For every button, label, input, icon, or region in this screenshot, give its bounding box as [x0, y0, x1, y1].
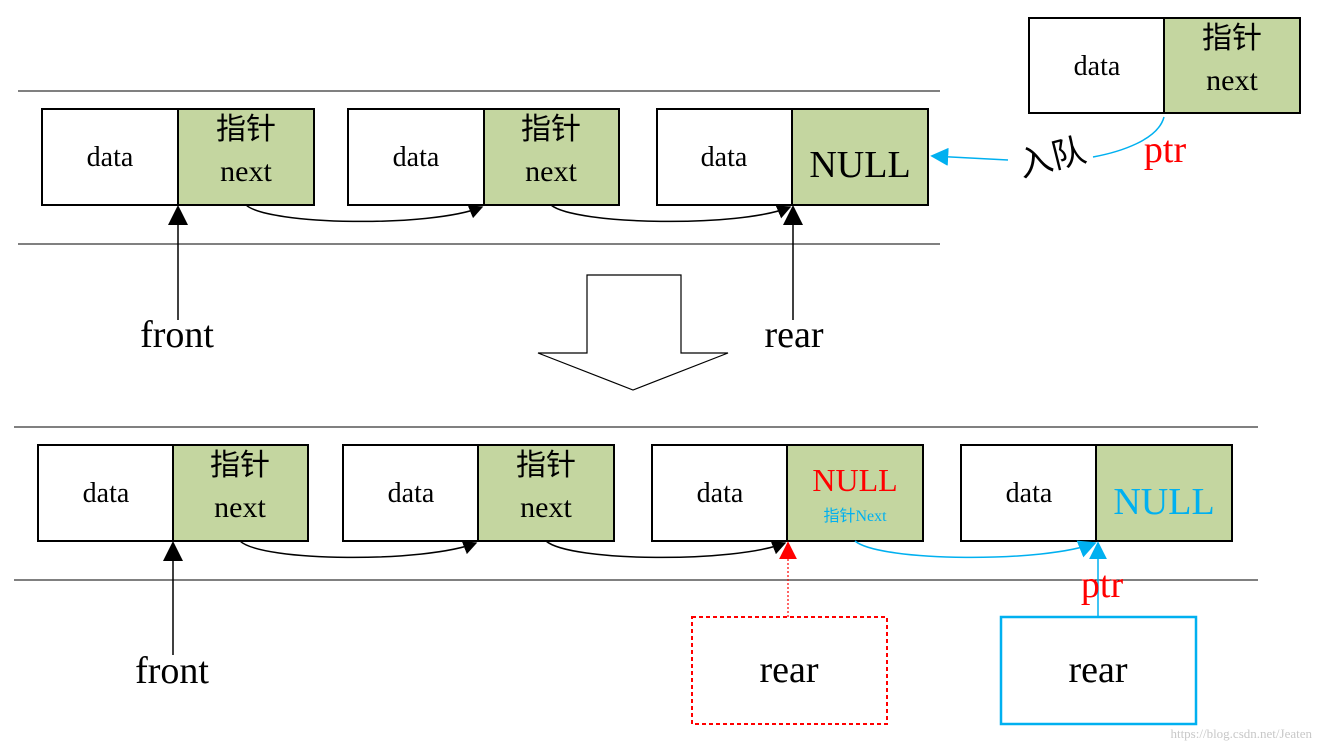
new-rear-label: rear [1068, 649, 1127, 691]
front-label: front [140, 314, 214, 356]
watermark: https://blog.csdn.net/Jeaten [1170, 726, 1312, 741]
null-label: NULL [809, 144, 910, 186]
top-node-1: data 指针 next [41, 108, 315, 206]
next-label: next [520, 491, 572, 524]
data-label: data [388, 478, 435, 509]
pointer-label: 指针 [1202, 22, 1262, 55]
data-field [37, 444, 174, 542]
next-label: next [525, 155, 577, 188]
data-label: data [393, 142, 440, 173]
pointer-next-label: 指针Next [823, 507, 887, 525]
data-label: data [697, 478, 744, 509]
rear-label: rear [764, 314, 823, 356]
old-rear-box [691, 616, 888, 725]
bottom-node-4: data NULL [960, 444, 1233, 542]
next-link-2-3 [550, 204, 792, 223]
bottom-node-3: data NULL 指针Next [651, 444, 924, 542]
next-link-1-2 [239, 540, 478, 559]
ptr-label-top: ptr [1144, 129, 1187, 171]
transition-arrow [537, 274, 729, 391]
data-label: data [87, 142, 134, 173]
new-node: data 指针 next [1028, 17, 1301, 114]
data-field [651, 444, 788, 542]
enqueue-arrow [930, 147, 1009, 166]
data-field [960, 444, 1097, 542]
null-label-replaced: NULL [812, 462, 897, 498]
data-field [347, 108, 485, 206]
next-label: next [1206, 64, 1258, 97]
new-rear-box [999, 615, 1198, 726]
null-label: NULL [1113, 481, 1214, 523]
pointer-field [1163, 17, 1301, 114]
top-queue: data 指针 next data 指针 next data NULL fron… [18, 90, 940, 356]
next-label: next [220, 155, 272, 188]
data-label: data [83, 478, 130, 509]
data-label: data [1006, 478, 1053, 509]
pointer-label: 指针 [516, 449, 576, 482]
data-field [41, 108, 179, 206]
top-node-3: data NULL [656, 108, 929, 206]
pointer-label: 指针 [216, 113, 276, 146]
data-label: data [701, 142, 748, 173]
pointer-label: 指针 [521, 113, 581, 146]
enqueue-label: 入队 [1015, 132, 1090, 184]
next-link-2-3 [545, 540, 787, 559]
old-rear-label: rear [759, 649, 818, 691]
bottom-node-1: data 指针 next [37, 444, 309, 542]
front-label: front [135, 650, 209, 692]
top-node-2: data 指针 next [347, 108, 620, 206]
pointer-field [477, 444, 615, 542]
pointer-field [177, 108, 315, 206]
pointer-label: 指针 [210, 449, 270, 482]
data-field [342, 444, 479, 542]
pointer-field [172, 444, 309, 542]
pointer-field [483, 108, 620, 206]
bottom-node-2: data 指针 next [342, 444, 615, 542]
next-link-3-4 [854, 540, 1097, 559]
bottom-queue: data 指针 next data 指针 next data NULL 指针Ne… [14, 426, 1258, 726]
pointer-field [786, 444, 924, 542]
pointer-field [791, 108, 929, 206]
pointer-field [1095, 444, 1233, 542]
ptr-label-bottom: ptr [1081, 564, 1124, 606]
next-link-1-2 [245, 204, 484, 223]
next-label: next [214, 491, 266, 524]
enqueue-curve [1092, 116, 1165, 158]
data-label: data [1074, 51, 1121, 82]
